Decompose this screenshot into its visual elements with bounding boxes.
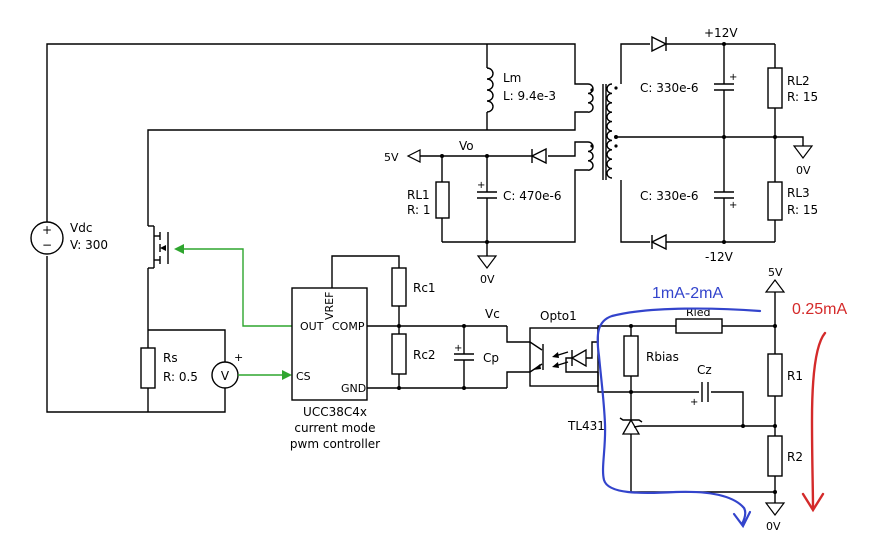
r2-resistor [767,435,783,477]
ground-0v-b-symbol [792,145,814,159]
rc1-resistor [391,267,407,307]
lm-inductor [486,67,494,113]
rl2-label: RL2 [787,74,810,88]
rl2-value: R: 15 [787,90,818,104]
vdc-label: Vdc [70,221,92,235]
annotation-red-current: 0.25mA [792,301,847,318]
red-current-arrow [801,331,827,513]
cp-label: Cp [483,351,499,365]
feedback-wiring [597,292,777,503]
c330-top-capacitor: + [714,72,737,91]
svg-text:+: + [234,351,243,364]
rl3-label: RL3 [787,186,810,200]
gnd-0v-b-label: 0V [796,164,811,177]
rl1-label: RL1 [407,188,430,202]
rail-5v-right-symbol [764,279,786,293]
minus12-label: -12V [705,250,734,264]
c330-top-label: C: 330e-6 [640,81,699,95]
svg-text:+: + [477,180,485,191]
ground-0v-c-symbol [764,502,786,516]
mosfet-symbol [148,225,169,269]
vc-label: Vc [485,307,500,321]
aux-output-wiring [420,141,588,256]
gnd-0v-c-label: 0V [766,520,781,533]
annotation-blue-current: 1mA-2mA [652,285,723,302]
cz-label: Cz [697,363,712,377]
c330-bottom-capacitor: + [714,191,737,211]
opto-label: Opto1 [540,309,577,323]
cp-capacitor: + [454,343,474,361]
rl1-resistor [435,181,450,219]
rc2-resistor [391,333,407,375]
rs-resistor [140,347,156,389]
vdc-value: V: 300 [70,238,108,252]
blue-current-path [596,307,762,529]
ground-0v-a-symbol [476,255,498,269]
r1-label: R1 [787,369,803,383]
c470-capacitor: + [477,180,497,199]
rl3-resistor [767,181,783,221]
gnd-0v-a-label: 0V [480,273,495,286]
ic-pin-cs: CS [296,370,311,383]
rail-5v-right-label: 5V [768,266,783,279]
rl1-value: R: 1 [407,203,430,217]
rc2-label: Rc2 [413,348,436,362]
svg-text:+: + [690,397,698,408]
ucc38c4x-ic [291,287,368,401]
transformer [587,83,618,180]
opto-body [529,327,599,387]
diode-plus12 [651,35,668,53]
vdc-source: + − [30,221,64,255]
green-wires [174,244,292,380]
rail-5v-left-label: 5V [384,151,399,164]
rbias-resistor [623,335,639,377]
controller-wiring [331,255,530,390]
rail-5v-left-symbol [406,149,421,163]
rled-resistor [675,318,723,334]
rs-value: R: 0.5 [163,370,198,384]
rc1-label: Rc1 [413,281,436,295]
ic-pin-gnd: GND [341,382,366,395]
ic-pin-out: OUT [300,320,324,333]
svg-text:+: + [729,200,737,211]
ic-desc-1: current mode [294,421,375,435]
tl431-symbol [619,417,643,435]
svg-text:+: + [454,343,462,354]
ic-pin-vref: VREF [323,292,336,320]
plus12-label: +12V [704,26,738,40]
diode-5v [530,147,547,165]
rbias-label: Rbias [646,350,679,364]
lm-value: L: 9.4e-3 [503,89,556,103]
svg-text:−: − [42,238,52,252]
tl431-label: TL431 [567,419,605,433]
ic-desc-2: pwm controller [290,437,380,451]
rs-label: Rs [163,351,178,365]
svg-text:+: + [42,223,52,237]
dual-output-wiring [614,42,804,244]
c470-label: C: 470e-6 [503,189,562,203]
r1-resistor [767,353,783,397]
voltmeter: V + [211,351,243,389]
c330-bottom-label: C: 330e-6 [640,189,699,203]
diode-minus12 [650,233,667,251]
cz-capacitor: + [690,382,709,408]
rl3-value: R: 15 [787,203,818,217]
svg-text:+: + [729,72,737,83]
lm-label: Lm [503,71,521,85]
r2-label: R2 [787,450,803,464]
primary-wiring [46,43,588,413]
voltmeter-label: V [221,369,230,383]
ic-pin-comp: COMP [332,320,365,333]
vo-label: Vo [459,139,474,153]
opto-internals [529,341,598,373]
rl2-resistor [767,67,783,109]
ic-name: UCC38C4x [303,405,367,419]
